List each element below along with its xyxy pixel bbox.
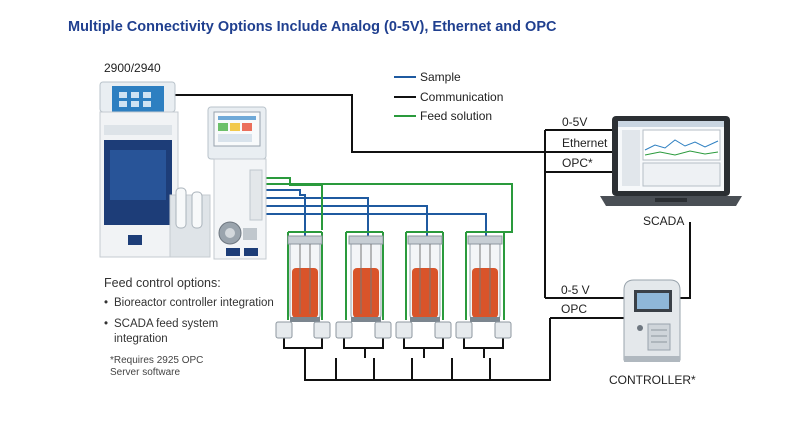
scada-analog-label: 0-5V (562, 115, 587, 129)
feed-control-options: Feed control options: Bioreactor control… (104, 276, 274, 379)
scada-controller-link (680, 222, 691, 299)
bioreactor-4 (467, 235, 503, 322)
list-item: Bioreactor controller integration (104, 296, 274, 311)
pump-head (313, 321, 331, 339)
legend-communication-label: Communication (420, 90, 503, 104)
pump-head (434, 321, 452, 339)
scada-ethernet-label: Ethernet (562, 136, 608, 150)
analog-line (304, 318, 551, 381)
laptop-icon (600, 116, 742, 206)
controller-label: CONTROLLER* (609, 373, 696, 387)
bioreactor-vessels (287, 235, 503, 322)
communication-lines (170, 94, 691, 381)
analyzer-screen (112, 86, 164, 112)
bioreactor-3 (407, 235, 443, 322)
scada-opc-label: OPC* (562, 156, 593, 170)
legend: Sample Communication Feed solution (394, 70, 503, 123)
pump-head (275, 321, 293, 339)
pump-head (374, 321, 392, 339)
legend-feed-label: Feed solution (420, 109, 492, 123)
sample-lines (262, 189, 487, 237)
pump-head (494, 321, 512, 339)
feed-lines (262, 177, 513, 320)
controller-analog-label: 0-5 V (561, 283, 590, 297)
footnote: *Requires 2925 OPC Server software (104, 355, 274, 379)
controller-opc-label: OPC (561, 302, 587, 316)
controller-unit-icon (623, 279, 681, 362)
footnote-line-2: Server software (110, 367, 181, 378)
footnote-line-1: *Requires 2925 OPC (110, 355, 204, 366)
list-item: SCADA feed system integration (104, 317, 274, 347)
bioreactor-1 (287, 235, 323, 322)
feed-control-list: Bioreactor controller integration SCADA … (104, 296, 274, 347)
device-label: 2900/2940 (104, 61, 161, 75)
page-title: Multiple Connectivity Options Include An… (68, 19, 557, 35)
legend-sample-label: Sample (420, 70, 461, 84)
ethernet-line (170, 94, 545, 153)
pump-head (455, 321, 473, 339)
scada-label: SCADA (643, 214, 684, 228)
pump-head (335, 321, 353, 339)
feed-control-heading: Feed control options: (104, 276, 221, 290)
feed-pump-module (207, 106, 267, 260)
feed-pumps (275, 321, 512, 339)
analyzer-device (99, 81, 211, 258)
bioreactor-2 (348, 235, 384, 322)
pump-head (395, 321, 413, 339)
